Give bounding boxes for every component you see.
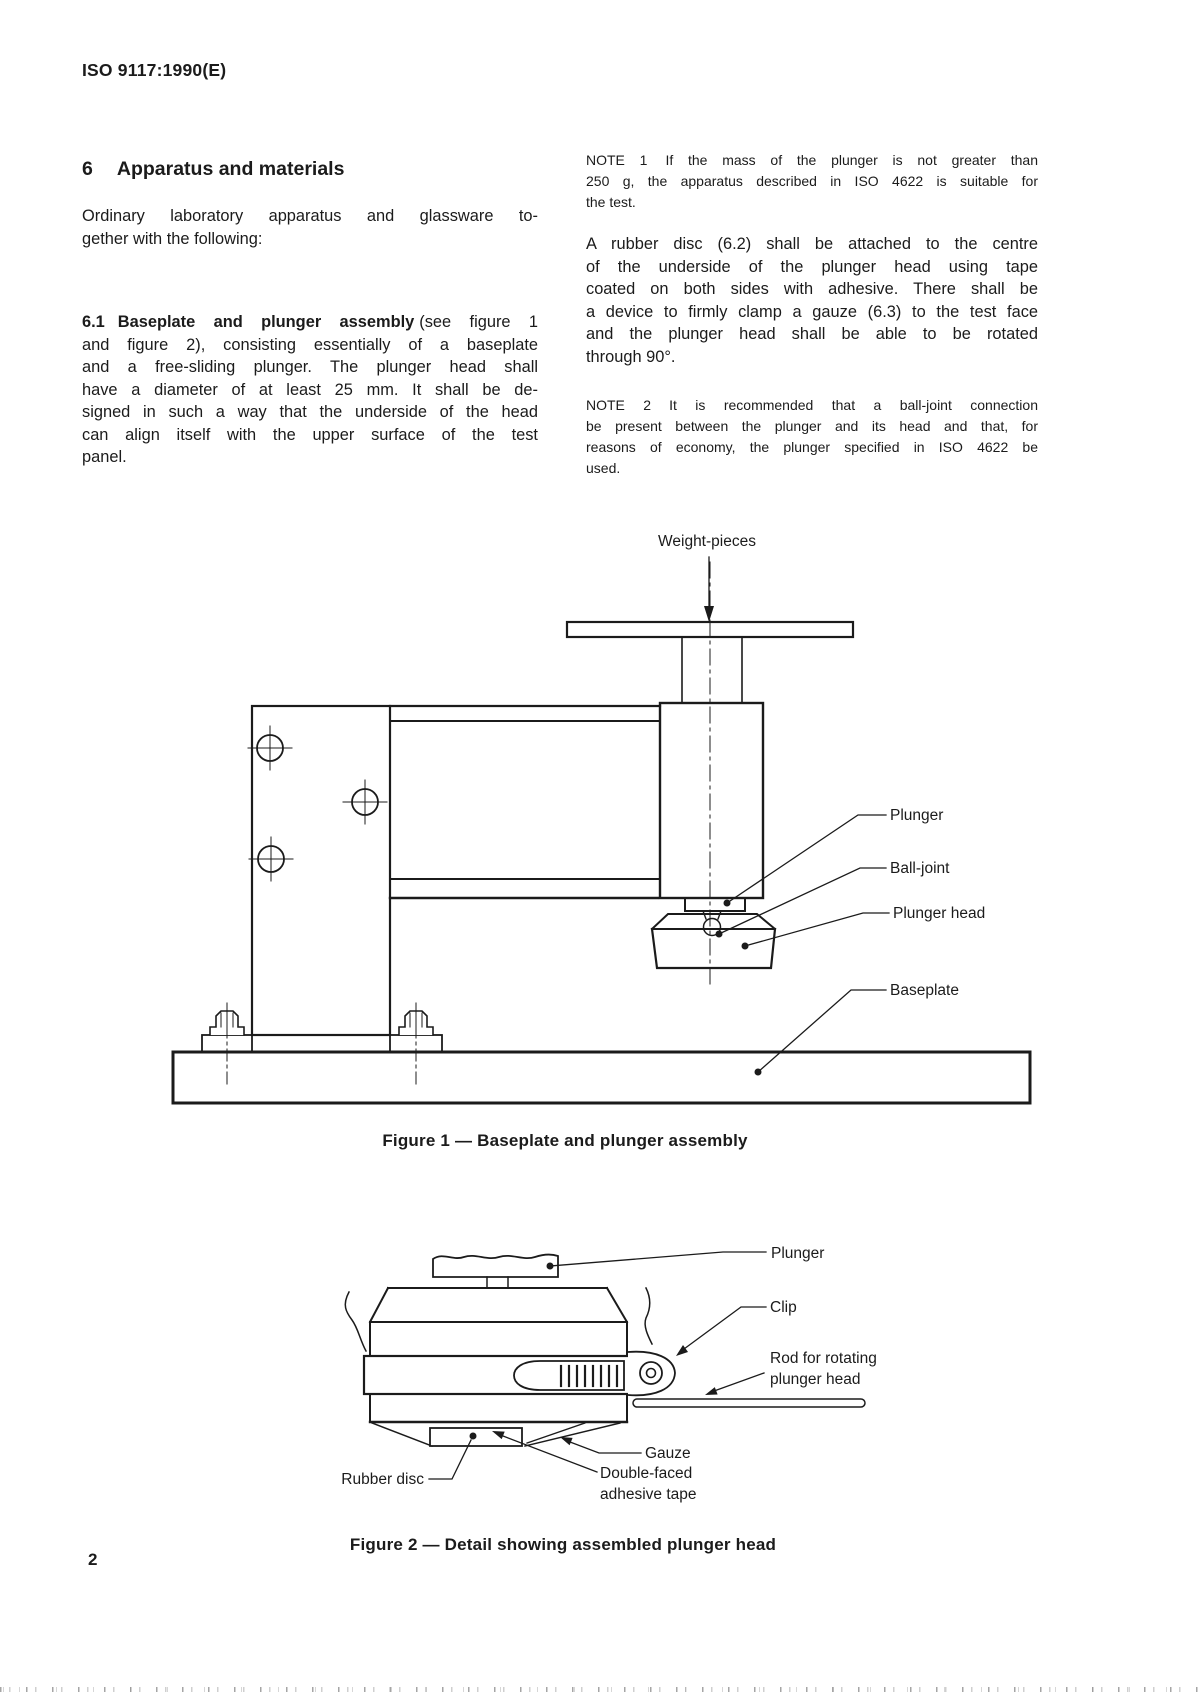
paragraph-line: can align itself with the upper surface … bbox=[82, 425, 538, 444]
fig2-gauze-edge bbox=[344, 1290, 368, 1353]
fig2-gauze-fold bbox=[524, 1422, 621, 1447]
fig2-clip-lug bbox=[627, 1350, 676, 1397]
figure2-caption: Figure 2 — Detail showing assembled plun… bbox=[349, 1535, 777, 1554]
fig2-gauze-edge bbox=[644, 1286, 654, 1346]
paragraph-line: and figure 2), consisting essentially of… bbox=[82, 335, 538, 354]
section-heading: 6 Apparatus and materials bbox=[82, 158, 344, 181]
down-arrowhead-icon bbox=[704, 606, 714, 622]
leader-line bbox=[683, 1306, 767, 1350]
note-line: NOTE 2 It is recommended that a ball-join… bbox=[586, 395, 1038, 416]
note-line: be present between the plunger and its h… bbox=[586, 418, 1038, 434]
gauze-label: Gauze bbox=[645, 1445, 691, 1462]
fig1-baseplate bbox=[171, 1050, 1032, 1105]
note-label: NOTE 1 bbox=[586, 152, 648, 168]
fig2-strap-serrations bbox=[559, 1364, 619, 1388]
arrowhead-icon bbox=[676, 1345, 688, 1356]
leader-line bbox=[718, 867, 887, 935]
note-line: the test. bbox=[586, 194, 636, 210]
arrowhead-icon bbox=[492, 1431, 505, 1440]
paragraph-line: signed in such a way that the underside … bbox=[82, 403, 538, 421]
paragraph-line: panel. bbox=[82, 448, 127, 466]
leader-dot-icon bbox=[469, 1432, 477, 1440]
arrowhead-icon bbox=[705, 1387, 718, 1395]
figure2-drawing: Plunger Clip Rod for rotating plunger he… bbox=[341, 1245, 877, 1503]
leader-line bbox=[502, 1435, 598, 1473]
ball-joint-ball bbox=[702, 917, 722, 937]
page-number: 2 bbox=[88, 1550, 98, 1569]
leader-line bbox=[713, 1372, 765, 1392]
plunger-label: Plunger bbox=[771, 1245, 824, 1262]
ball-joint-label: Ball-joint bbox=[890, 860, 950, 877]
leader-dot-icon bbox=[754, 1068, 762, 1076]
weight-pieces-label: Weight-pieces bbox=[658, 533, 756, 550]
leader-line bbox=[726, 814, 887, 904]
fig2-gauze-fold bbox=[371, 1422, 433, 1447]
tape-label-line2: adhesive tape bbox=[600, 1486, 697, 1503]
fig1-bolt-left bbox=[201, 1002, 253, 1089]
leader-line bbox=[757, 989, 887, 1073]
leader-dot-icon bbox=[546, 1262, 554, 1270]
leader-line bbox=[428, 1439, 472, 1480]
document-reference: ISO 9117:1990(E) bbox=[82, 60, 227, 80]
paragraph-line: of the underside of the plunger head usi… bbox=[586, 257, 1038, 276]
note-2: NOTE 2 It is recommended that a ball-join… bbox=[586, 395, 1038, 479]
note-line: reasons of economy, the plunger specifie… bbox=[586, 439, 1038, 455]
fig1-plunger-head bbox=[650, 913, 777, 970]
leader-line bbox=[569, 1441, 642, 1454]
fig2-gauze-fold bbox=[526, 1422, 586, 1444]
note-line-text: It is recommended that a ball-joint conn… bbox=[669, 397, 1038, 413]
fig1-guide-block bbox=[658, 701, 765, 900]
paragraph-line: gether with the following: bbox=[82, 229, 263, 248]
note-label: NOTE 2 bbox=[586, 397, 652, 413]
fig2-callouts: Plunger Clip Rod for rotating plunger he… bbox=[341, 1245, 877, 1503]
paragraph-line: through 90°. bbox=[586, 347, 676, 366]
fig2-clip-screw bbox=[639, 1361, 663, 1385]
paragraph-line: A rubber disc (6.2) shall be attached to… bbox=[586, 235, 1038, 253]
paragraph-line: 6.1 Baseplate and plunger assembly(see fi… bbox=[82, 311, 538, 334]
leader-dot-icon bbox=[723, 899, 731, 907]
fig1-bolt-right bbox=[389, 1002, 443, 1089]
clause-number: 6.1 bbox=[82, 313, 105, 331]
figure1-drawing: Weight-pieces bbox=[171, 533, 1032, 1105]
note-line: used. bbox=[586, 460, 621, 476]
baseplate-label: Baseplate bbox=[890, 982, 959, 999]
fig1-callouts: Plunger Ball-joint Plunger head Baseplat… bbox=[715, 807, 985, 1076]
paragraph-line: and a free-sliding plunger. The plunger … bbox=[82, 358, 538, 376]
section-title: Apparatus and materials bbox=[116, 158, 345, 180]
tape-label-line1: Double-faced bbox=[600, 1465, 692, 1482]
rod-label-line1: Rod for rotating bbox=[770, 1350, 877, 1367]
scan-noise-band bbox=[0, 1687, 1200, 1692]
leader-line bbox=[744, 912, 890, 947]
paragraph-line: coated on both sides with adhesive. Ther… bbox=[586, 280, 1038, 298]
leader-dot-icon bbox=[715, 930, 723, 938]
fig1-support-frame bbox=[250, 704, 662, 1037]
figure1-caption: Figure 1 — Baseplate and plunger assembl… bbox=[382, 1131, 748, 1150]
intro-paragraph: Ordinary laboratory apparatus and glassw… bbox=[82, 205, 538, 250]
section-number: 6 bbox=[82, 158, 93, 180]
paragraph-line: and the plunger head shall be able to be… bbox=[586, 325, 1038, 343]
clause-lead-rest: (see figure 1 bbox=[419, 313, 539, 331]
paragraph-line: have a diameter of at least 25 mm. It sh… bbox=[82, 380, 538, 399]
rod-label-line2: plunger head bbox=[770, 1371, 861, 1388]
plunger-label: Plunger bbox=[890, 807, 943, 824]
note-line: 250 g, the apparatus described in ISO 46… bbox=[586, 173, 1038, 189]
note-line-text: If the mass of the plunger is not greate… bbox=[665, 152, 1038, 168]
paragraph-line: Ordinary laboratory apparatus and glassw… bbox=[82, 207, 538, 225]
fig2-plunger-stub bbox=[432, 1253, 559, 1278]
clause-title: Baseplate and plunger assembly bbox=[117, 313, 415, 331]
plunger-head-label: Plunger head bbox=[893, 905, 985, 922]
note-line: NOTE 1 If the mass of the plunger is not … bbox=[586, 150, 1038, 171]
leader-dot-icon bbox=[741, 942, 749, 950]
fig2-rotation-rod bbox=[632, 1398, 866, 1408]
fig2-plunger-head bbox=[368, 1286, 629, 1424]
leader-line bbox=[549, 1251, 767, 1267]
note-1: NOTE 1 If the mass of the plunger is not … bbox=[586, 150, 1038, 213]
clip-label: Clip bbox=[770, 1299, 797, 1316]
paragraph-line: a device to firmly clamp a gauze (6.3) t… bbox=[586, 302, 1038, 321]
clause-6-1-paragraph: 6.1 Baseplate and plunger assembly(see fi… bbox=[82, 311, 538, 469]
rubber-disc-paragraph: A rubber disc (6.2) shall be attached to… bbox=[586, 233, 1038, 368]
rubber-disc-label: Rubber disc bbox=[341, 1471, 424, 1488]
arrowhead-icon bbox=[560, 1437, 573, 1446]
fig1-bolt-holes bbox=[247, 725, 388, 882]
